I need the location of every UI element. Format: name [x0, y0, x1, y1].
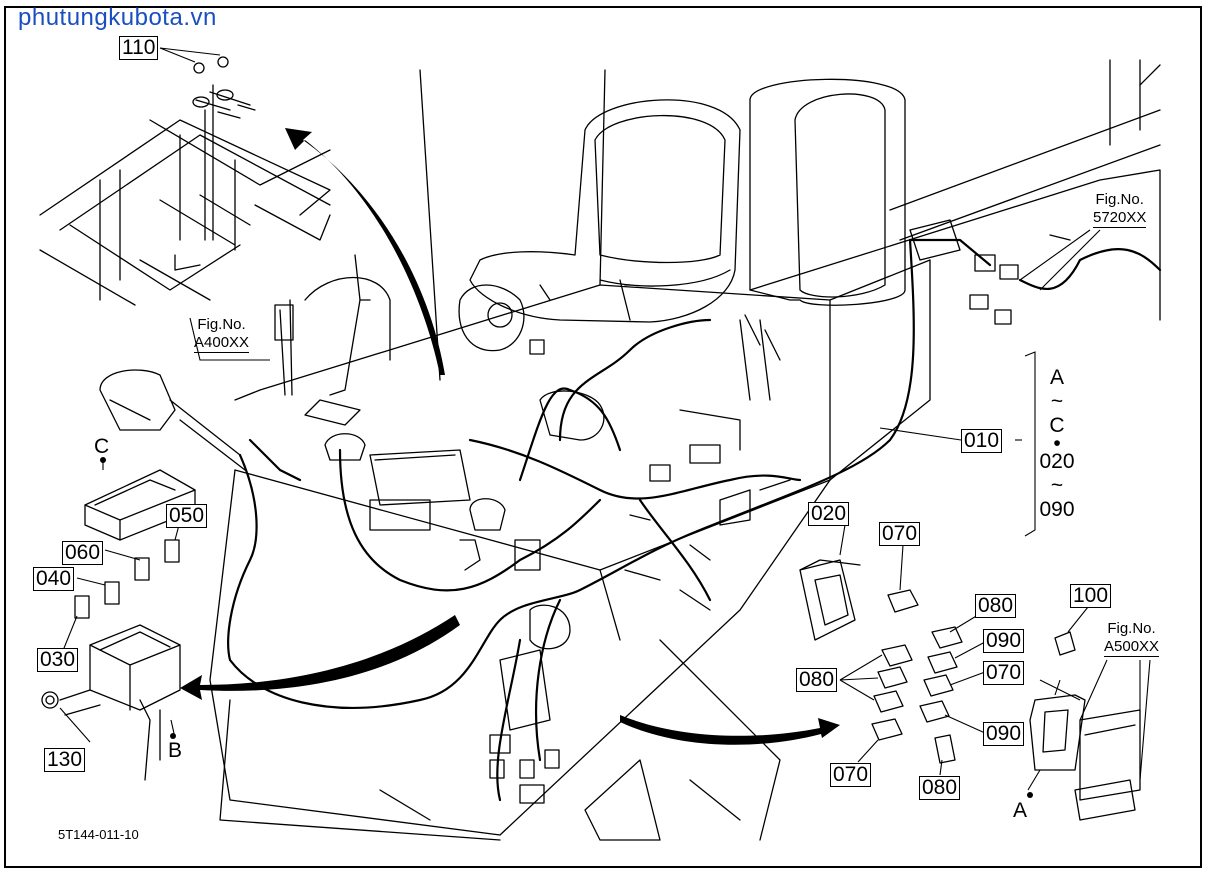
exploded-parts-drawing [799, 559, 1141, 821]
range-start: A [1049, 366, 1064, 389]
range-note: A ~ C • 020 ~ 090 [1034, 366, 1080, 522]
fig-ref-5720-number: 5720XX [1093, 209, 1147, 228]
cab-body-drawing [209, 59, 1161, 841]
callout-090-top[interactable]: 090 [983, 629, 1025, 653]
callout-020[interactable]: 020 [808, 502, 850, 526]
seat-drawing [469, 78, 906, 323]
fig-ref-5720-label: Fig.No. [1095, 191, 1144, 208]
range-part-end: 090 [1039, 498, 1075, 521]
fig-ref-a400-number: A400XX [194, 334, 250, 353]
battery-frame-drawing [39, 119, 331, 306]
fig-ref-a500-number: A500XX [1104, 638, 1160, 657]
motion-arrows [180, 128, 840, 745]
arrow-down-right [620, 715, 840, 745]
callout-080-left[interactable]: 080 [796, 668, 838, 692]
dots [100, 457, 1033, 798]
fig-ref-a400-label: Fig.No. [197, 316, 246, 333]
callout-080-top[interactable]: 080 [975, 594, 1017, 618]
callout-030[interactable]: 030 [37, 648, 79, 672]
range-part-start: 020 [1039, 450, 1075, 473]
callout-070-top[interactable]: 070 [879, 522, 921, 546]
range-tilde-2: ~ [1050, 474, 1064, 497]
fig-ref-a400[interactable]: Fig.No. A400XX [194, 316, 250, 353]
callout-050[interactable]: 050 [166, 504, 208, 528]
callout-100[interactable]: 100 [1070, 584, 1112, 608]
callout-090-bottom[interactable]: 090 [983, 722, 1025, 746]
watermark-text: phutungkubota.vn [18, 4, 217, 31]
callout-070-bottom[interactable]: 070 [830, 763, 872, 787]
label-c: C [94, 435, 110, 458]
callout-070-right[interactable]: 070 [983, 661, 1025, 685]
label-b: B [168, 739, 183, 762]
wiring-harness-drawing [227, 238, 1162, 802]
label-a: A [1013, 799, 1028, 822]
fig-ref-a500-label: Fig.No. [1107, 620, 1156, 637]
callout-060[interactable]: 060 [62, 541, 104, 565]
callout-040[interactable]: 040 [33, 567, 75, 591]
drawing-code: 5T144-011-10 [58, 827, 139, 842]
range-bullet: • [1053, 432, 1061, 455]
callout-080-bottom[interactable]: 080 [919, 776, 961, 800]
battery-terminals-drawing [192, 56, 256, 241]
fig-ref-5720[interactable]: Fig.No. 5720XX [1093, 191, 1147, 228]
levers-drawing [274, 254, 781, 451]
callout-110[interactable]: 110 [119, 36, 159, 60]
fig-ref-a500[interactable]: Fig.No. A500XX [1104, 620, 1160, 657]
drawing-frame [4, 6, 1202, 868]
callout-130[interactable]: 130 [44, 748, 86, 772]
range-end: C [1049, 414, 1065, 437]
range-tilde-1: ~ [1050, 390, 1064, 413]
components-drawing [41, 219, 1071, 804]
callout-010[interactable]: 010 [961, 429, 1003, 453]
leader-lines [59, 47, 1151, 791]
arrow-down-left [180, 615, 460, 700]
